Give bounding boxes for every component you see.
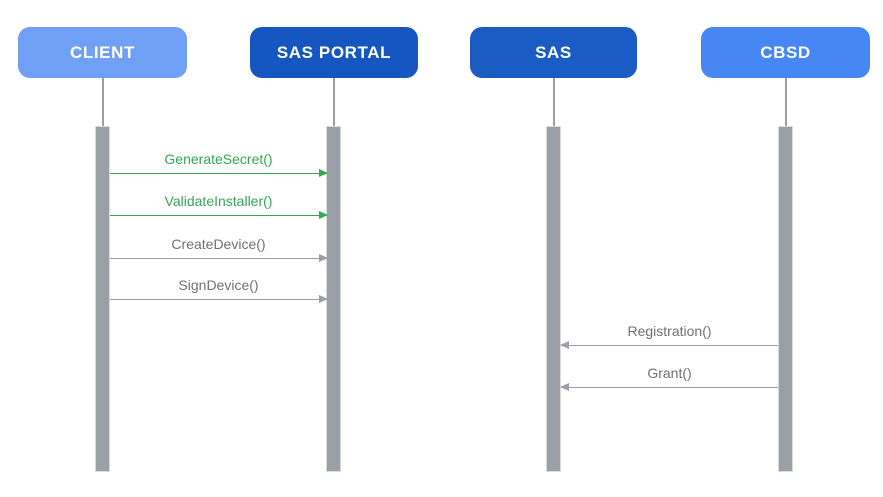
lifeline-client: [102, 78, 104, 126]
message-label: ValidateInstaller(): [164, 193, 273, 209]
arrowhead-right-icon: [319, 210, 328, 219]
arrow-line: [110, 168, 328, 177]
activation-bar-sas-portal: [326, 126, 341, 472]
lifeline-sas: [553, 78, 555, 126]
message-registration: Registration(): [560, 322, 778, 349]
activation-bar-cbsd: [778, 126, 793, 472]
message-label: Grant(): [647, 365, 692, 381]
message-label: GenerateSecret(): [164, 151, 273, 167]
arrow-line: [110, 294, 328, 303]
arrowhead-left-icon: [560, 382, 569, 391]
actor-box-client: CLIENT: [18, 27, 187, 78]
lifeline-sas-portal: [333, 78, 335, 126]
message-sign-device: SignDevice(): [110, 276, 328, 303]
message-grant: Grant(): [560, 364, 778, 391]
arrowhead-right-icon: [319, 168, 328, 177]
activation-bar-sas: [546, 126, 561, 472]
actor-label-cbsd: CBSD: [760, 42, 811, 62]
actor-label-client: CLIENT: [70, 42, 135, 62]
message-label: SignDevice(): [178, 277, 259, 293]
arrowhead-right-icon: [319, 294, 328, 303]
message-generate-secret: GenerateSecret(): [110, 150, 328, 177]
actor-box-sas-portal: SAS PORTAL: [250, 27, 418, 78]
arrowhead-left-icon: [560, 340, 569, 349]
arrowhead-right-icon: [319, 253, 328, 262]
actor-box-sas: SAS: [470, 27, 637, 78]
message-label: Registration(): [627, 323, 712, 339]
lifeline-cbsd: [785, 78, 787, 126]
arrow-line: [560, 340, 778, 349]
arrow-line: [560, 382, 778, 391]
actor-label-sas-portal: SAS PORTAL: [276, 42, 392, 62]
activation-bar-client: [95, 126, 110, 472]
message-validate-installer: ValidateInstaller(): [110, 192, 328, 219]
actor-label-sas: SAS: [535, 42, 572, 62]
message-create-device: CreateDevice(): [110, 235, 328, 262]
arrow-line: [110, 253, 328, 262]
message-label: CreateDevice(): [171, 236, 266, 252]
actor-box-cbsd: CBSD: [701, 27, 870, 78]
arrow-line: [110, 210, 328, 219]
